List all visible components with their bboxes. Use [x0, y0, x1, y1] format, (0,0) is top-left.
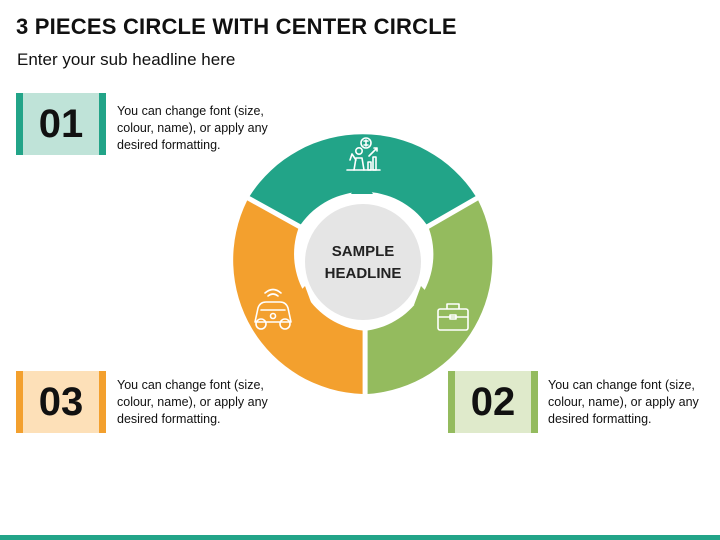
center-headline-line-1: SAMPLE: [332, 243, 395, 260]
center-headline-line-2: HEADLINE: [325, 265, 402, 282]
number-label: 02: [470, 379, 516, 424]
bottom-accent-bar: [0, 535, 720, 540]
arrow-tip-02: [414, 286, 438, 305]
slide-subtitle: Enter your sub headline here: [17, 50, 236, 69]
center-circle: [305, 204, 421, 320]
growth-people-icon: [346, 137, 381, 171]
briefcase-icon: [437, 303, 469, 331]
number-box-right-bar: [99, 371, 106, 433]
smart-car-icon: [254, 288, 292, 330]
number-label: 01: [38, 101, 84, 146]
description-02: You can change font (size, colour, name)…: [548, 378, 699, 426]
number-box-right-bar: [99, 93, 106, 155]
description-01: You can change font (size, colour, name)…: [117, 104, 268, 152]
number-label: 03: [38, 379, 84, 424]
arrow-tip-01: [351, 178, 373, 194]
number-box-left-bar: [448, 371, 455, 433]
number-box-right-bar: [531, 371, 538, 433]
number-box-03: 03: [16, 371, 106, 433]
number-box-left-bar: [16, 93, 23, 155]
slide-title: 3 PIECES CIRCLE WITH CENTER CIRCLE: [16, 14, 457, 39]
number-box-02: 02: [448, 371, 538, 433]
arrow-tip-03: [288, 286, 312, 305]
number-box-left-bar: [16, 371, 23, 433]
description-03: You can change font (size, colour, name)…: [117, 378, 268, 426]
number-box-01: 01: [16, 93, 106, 155]
